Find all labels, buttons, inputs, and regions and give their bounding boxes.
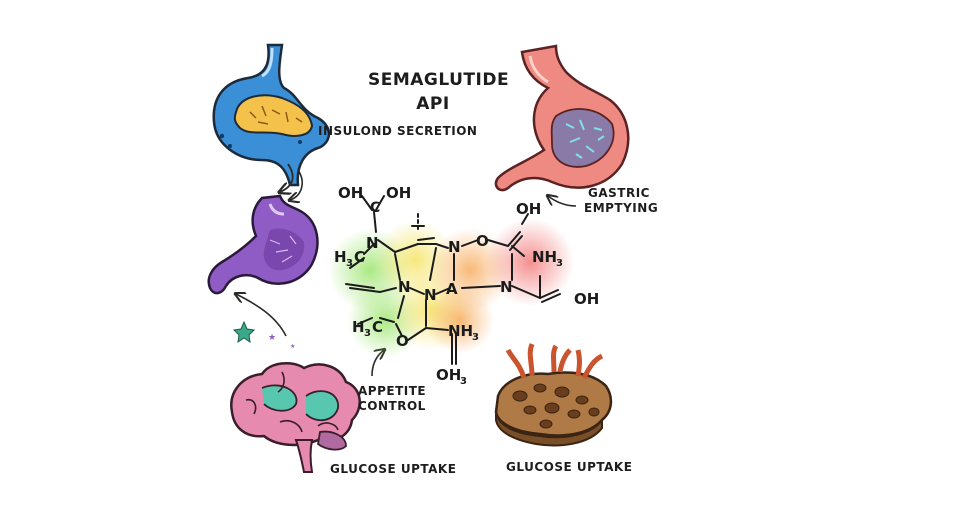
brain-illustration <box>230 361 361 473</box>
atom-oh-top: OH <box>386 184 411 202</box>
atom-h3c-left: H <box>334 248 347 266</box>
atom-nh3-right: NH <box>532 248 557 266</box>
atom-nh3-bottom-sub: 3 <box>472 332 479 343</box>
molecule-atoms: OH OH C N H 3 C N N A N O OH NH 3 N OH H… <box>334 184 599 387</box>
atom-nh3-right-sub: 3 <box>556 258 563 269</box>
atom-h3c-left-sub: 3 <box>346 258 353 269</box>
diagram-title: SEMAGLUTIDE API <box>368 68 510 116</box>
molecule-glow <box>328 218 574 358</box>
atom-h3c-bottom-c: C <box>372 318 383 336</box>
title-line-1: SEMAGLUTIDE <box>368 70 510 90</box>
tissue-illustration <box>494 343 613 447</box>
label-glucose-uptake-left: GLUCOSE UPTAKE <box>330 462 457 476</box>
atom-n-left: N <box>366 234 379 252</box>
atom-nh3-bottom: NH <box>448 322 473 340</box>
atom-o-bottom: O <box>396 332 409 350</box>
atom-h3c-left-c: C <box>354 248 365 266</box>
atom-h3c-bottom: H <box>352 318 365 336</box>
label-insulin-secretion: INSULOND SECRETION <box>318 124 478 138</box>
svg-text:★: ★ <box>290 343 295 350</box>
atom-oh-right-top: OH <box>516 200 541 218</box>
label-gastric-line-2: EMPTYING <box>584 201 659 215</box>
svg-text:★: ★ <box>268 333 276 343</box>
pancreas-illustration <box>212 43 331 187</box>
atom-oh-top-left: OH <box>338 184 363 202</box>
label-gastric-emptying: GASTRIC EMPTYING <box>584 186 658 216</box>
atom-c-top: C <box>370 200 380 216</box>
label-appetite-control: APPETITE CONTROL <box>358 384 426 414</box>
label-appetite-line-2: CONTROL <box>358 399 426 413</box>
atom-oh-right: OH <box>574 290 599 308</box>
atom-oh3-bottom: OH <box>436 366 461 384</box>
atom-a-center: A <box>446 280 458 298</box>
label-gastric-line-1: GASTRIC <box>588 186 650 200</box>
label-glucose-uptake-right: GLUCOSE UPTAKE <box>506 460 633 474</box>
stomach-pink-illustration <box>494 44 630 192</box>
stomach-purple-illustration <box>207 194 319 295</box>
atom-n-center-b: N <box>424 286 437 304</box>
atom-n-right: N <box>500 278 513 296</box>
molecule-bonds <box>345 195 561 365</box>
title-line-2: API <box>416 94 450 114</box>
atom-o-ring: O <box>476 232 489 250</box>
label-appetite-line-1: APPETITE <box>358 384 427 398</box>
atom-n-center-a: N <box>398 278 411 296</box>
atom-oh3-bottom-sub: 3 <box>460 376 467 387</box>
atom-n-top: N <box>448 238 461 256</box>
atom-h3c-bottom-sub: 3 <box>364 328 371 339</box>
